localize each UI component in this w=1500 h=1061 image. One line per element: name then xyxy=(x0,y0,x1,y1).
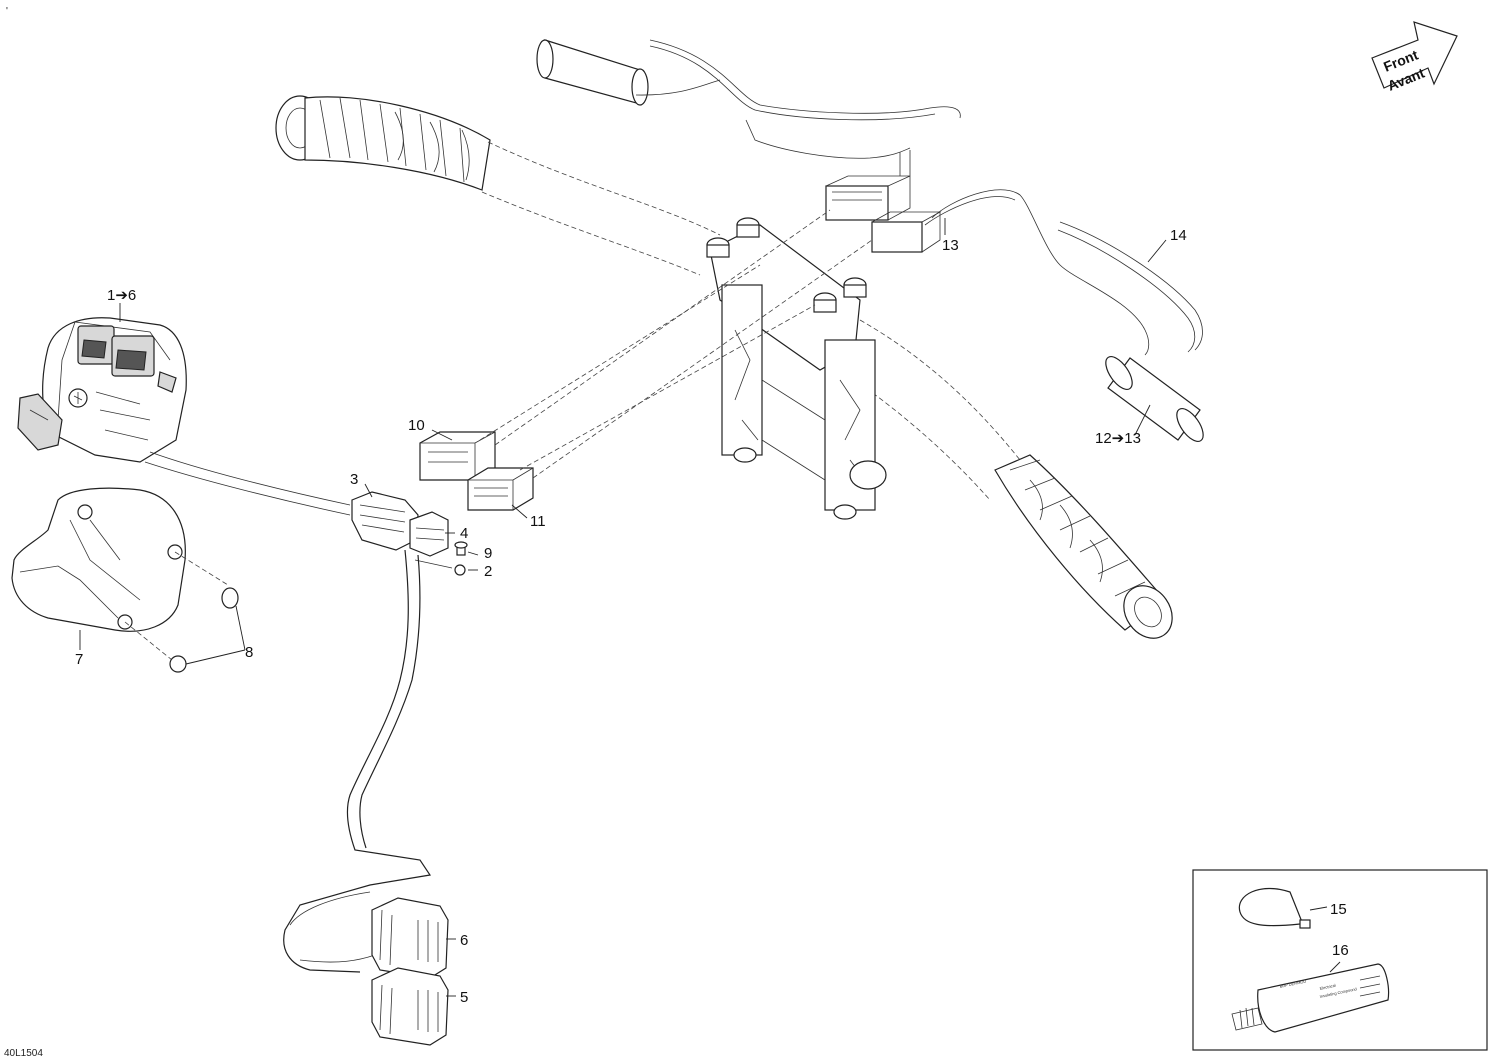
right-grip-heater xyxy=(1105,356,1204,442)
label-4: 4 xyxy=(460,525,468,542)
handlebar-riser xyxy=(706,217,887,520)
part-labels: 1➔6 2 3 4 5 6 7 8 9 10 11 12➔13 13 14 15… xyxy=(75,227,1349,1006)
tube-text-line1: Electrical xyxy=(1319,983,1336,991)
diagram-code: 40L1504 xyxy=(4,1048,43,1059)
label-14: 14 xyxy=(1170,227,1187,244)
label-12-13: 12➔13 xyxy=(1095,430,1141,447)
connector-5 xyxy=(371,967,449,1046)
label-16: 16 xyxy=(1332,942,1349,959)
label-13: 13 xyxy=(942,237,959,254)
part-8-screws xyxy=(169,587,239,673)
alignment-lines xyxy=(479,209,873,479)
leader-lines xyxy=(79,218,1341,997)
label-1-6: 1➔6 xyxy=(107,287,136,304)
connector-11 xyxy=(467,467,534,511)
label-6: 6 xyxy=(460,932,468,949)
label-8: 8 xyxy=(245,644,253,661)
part-16-compound-tube: BRP DERMOD Electrical Insulating Compoun… xyxy=(1231,963,1390,1033)
part-14-hose xyxy=(1057,221,1203,353)
part-15-cable-tie xyxy=(1238,887,1311,929)
connector-6 xyxy=(371,897,449,979)
front-direction-arrow: Front Avant xyxy=(1371,21,1458,94)
label-10: 10 xyxy=(408,417,425,434)
heater-connectors-13 xyxy=(825,150,1150,356)
label-3: 3 xyxy=(350,471,358,488)
label-2: 2 xyxy=(484,563,492,580)
tube-brand-text: BRP DERMOD xyxy=(1279,978,1307,989)
harness-block-3-4 xyxy=(351,491,468,576)
clamp-bolts xyxy=(706,217,887,520)
handlebar xyxy=(275,95,1173,639)
label-15: 15 xyxy=(1330,901,1347,918)
left-grip-heater xyxy=(536,39,961,159)
label-5: 5 xyxy=(460,989,468,1006)
label-7: 7 xyxy=(75,651,83,668)
label-9: 9 xyxy=(484,545,492,562)
switch-assembly xyxy=(17,317,351,516)
wiring-harness xyxy=(283,549,432,973)
corner-mark: ' xyxy=(6,6,8,17)
part-7-cover xyxy=(11,487,229,661)
accessory-inset: BRP DERMOD Electrical Insulating Compoun… xyxy=(1192,869,1488,1051)
label-11: 11 xyxy=(530,513,546,530)
